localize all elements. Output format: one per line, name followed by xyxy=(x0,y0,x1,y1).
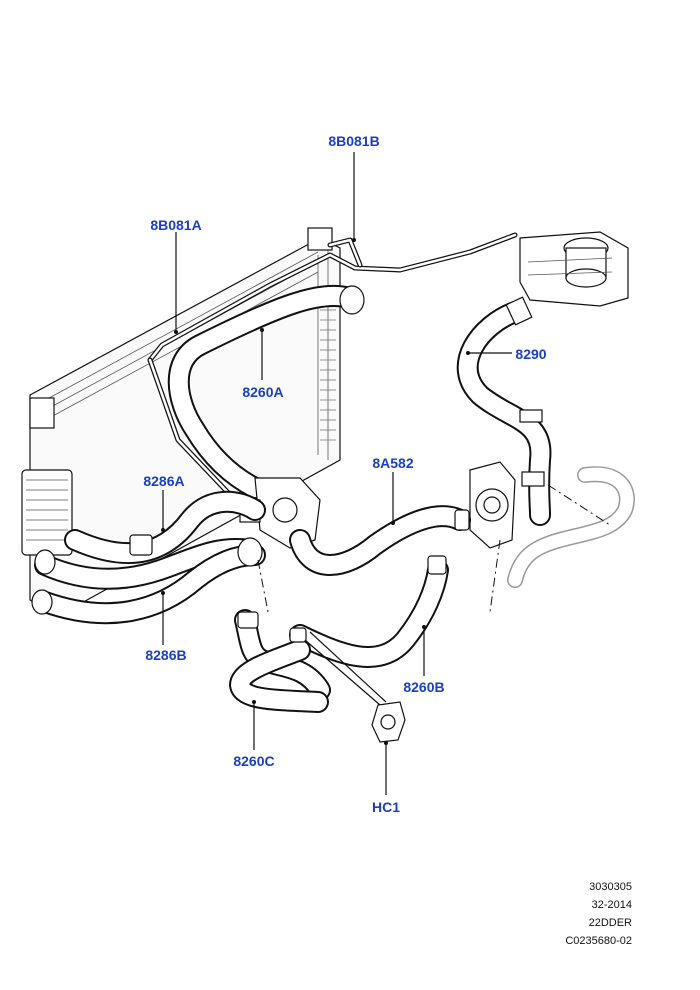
hose-clamp-hc1 xyxy=(304,631,406,743)
callout-labels: 8B081B 8B081A 8290 8260A 8A582 8286A 828… xyxy=(143,133,546,815)
callout-8290: 8290 xyxy=(515,346,546,362)
reference-model-code: 22DDER xyxy=(588,917,632,929)
hose-8a582 xyxy=(289,505,471,576)
hose-8290 xyxy=(456,296,552,526)
reference-date: 32-2014 xyxy=(591,899,632,911)
callout-8286b: 8286B xyxy=(145,647,186,663)
callout-hc1: HC1 xyxy=(372,799,400,815)
water-pump-housing xyxy=(469,461,516,549)
callout-8260a: 8260A xyxy=(242,384,283,400)
callout-8260b: 8260B xyxy=(403,679,444,695)
callout-8b081b: 8B081B xyxy=(328,133,379,149)
callout-8260c: 8260C xyxy=(233,753,274,769)
hose-8286a xyxy=(64,490,266,565)
reference-illustration-id: C0235680-02 xyxy=(565,935,632,947)
callout-8a582: 8A582 xyxy=(372,455,413,471)
hose-8260a xyxy=(167,284,365,499)
leader-lines xyxy=(161,152,512,795)
reference-number: 3030305 xyxy=(589,881,632,893)
callout-8b081a: 8B081A xyxy=(150,217,201,233)
alternate-pipe-ghost xyxy=(257,466,635,613)
hose-8260b xyxy=(289,555,449,668)
hose-8260c xyxy=(229,609,331,713)
hose-8286b xyxy=(31,537,266,625)
callout-8286a: 8286A xyxy=(143,473,184,489)
expansion-tank xyxy=(519,231,629,307)
